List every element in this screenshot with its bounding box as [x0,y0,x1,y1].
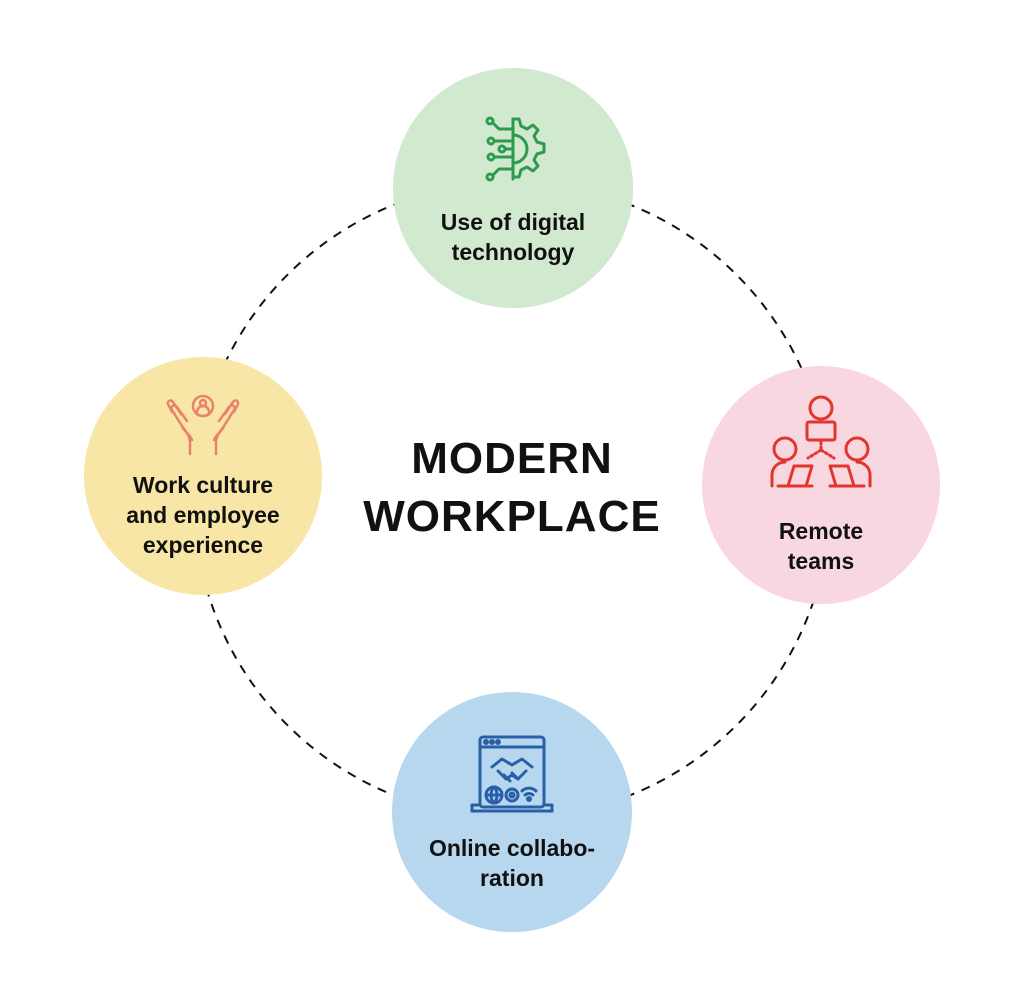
node-work-culture: Work culture and employee experience [84,357,322,595]
node-online-collaboration: Online collabo- ration [392,692,632,932]
node-remote-teams: Remote teams [702,366,940,604]
node-label-online-collaboration: Online collabo- ration [428,835,596,891]
browser-handshake-icon [470,735,554,813]
node-label-remote-teams: Remote teams [778,518,864,574]
remote-team-people-icon [770,395,872,488]
node-digital-technology: Use of digital technology [393,68,633,308]
diagram-title: MODERN WORKPLACE [363,434,661,541]
hands-person-icon [166,394,240,456]
node-label-work-culture: Work culture and employee experience [126,472,280,558]
node-label-digital-technology: Use of digital technology [440,209,586,265]
digital-gear-circuit-icon [485,116,546,182]
